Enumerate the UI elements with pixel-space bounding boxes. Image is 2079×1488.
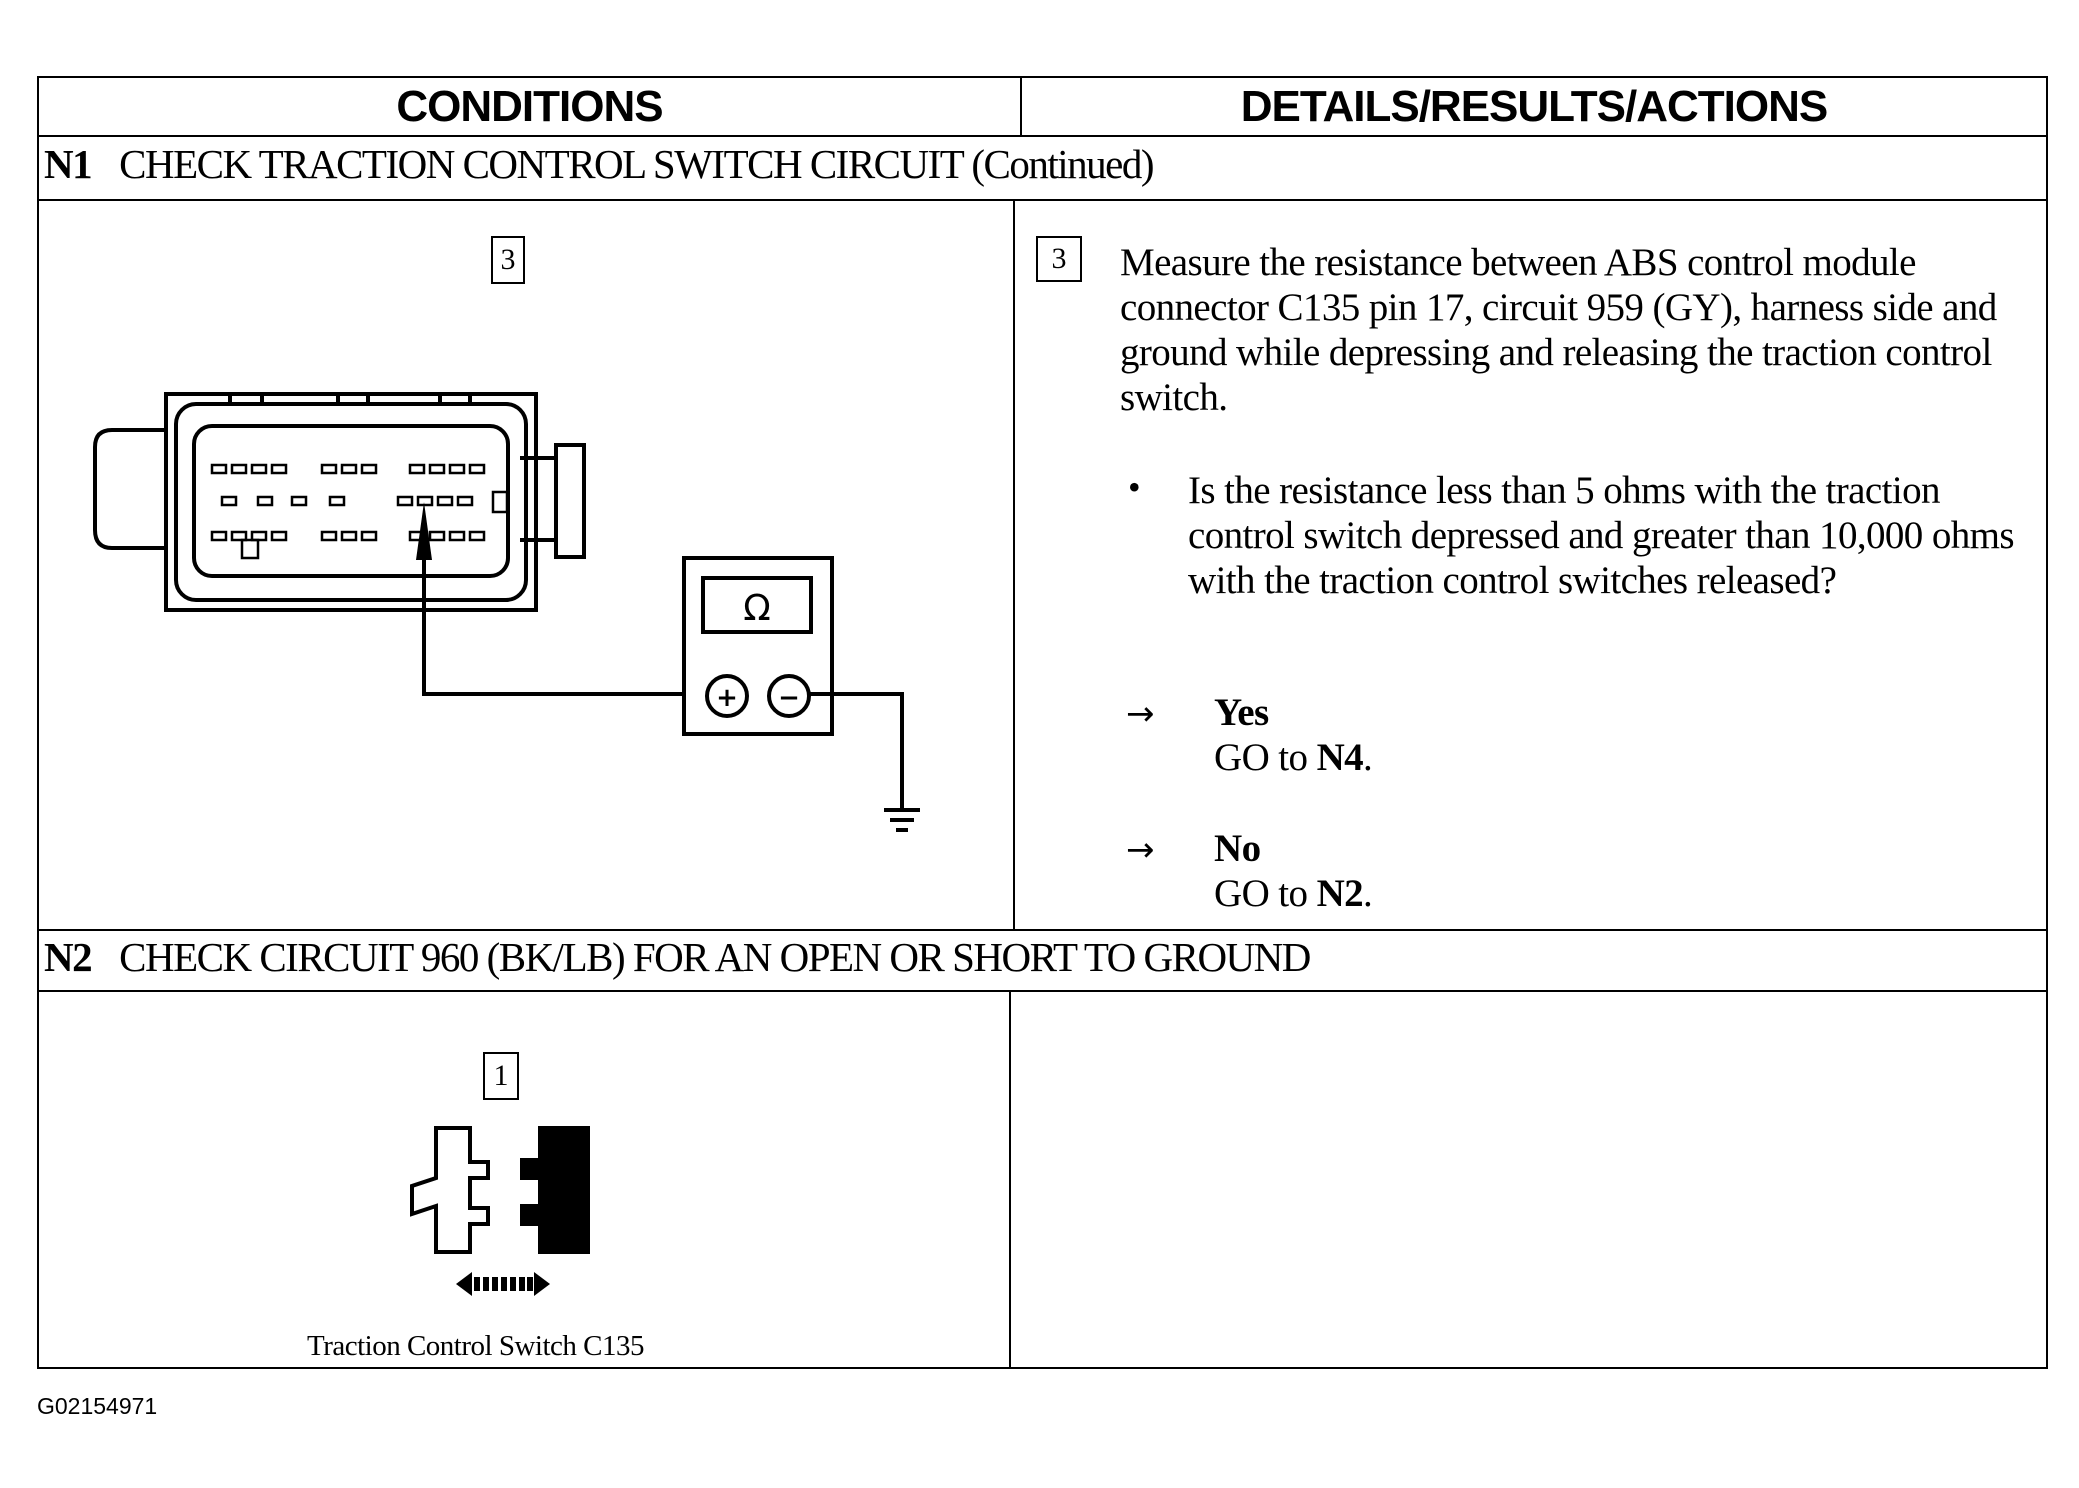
n1-instruction: Measure the resistance between ABS contr…: [1120, 241, 1997, 419]
n1-column-divider: [1013, 199, 1015, 930]
n1-title-divider: [37, 199, 2048, 201]
ground-symbol-icon: [884, 808, 920, 832]
no-arrow-icon: →: [1126, 830, 1155, 870]
question-bullet: •: [1128, 467, 1141, 507]
n2-section-title: N2 CHECK CIRCUIT 960 (BK/LB) FOR AN OPEN …: [44, 933, 1311, 981]
switch-connector-half: [410, 1126, 490, 1254]
yes-label: Yes: [1214, 691, 1269, 734]
plus-terminal-label: +: [716, 683, 738, 713]
no-action-prefix: GO to: [1214, 872, 1317, 915]
procedure-table: [37, 76, 2048, 1369]
harness-connector-half: [520, 1126, 590, 1254]
n2-figure-caption: Traction Control Switch C135: [307, 1330, 644, 1362]
yes-arrow-icon: →: [1126, 694, 1155, 734]
ohmmeter: [682, 556, 834, 736]
header-column-divider: [1020, 76, 1022, 136]
n2-title-text: CHECK CIRCUIT 960 (BK/LB) FOR AN OPEN OR…: [119, 934, 1311, 980]
n1-question: Is the resistance less than 5 ohms with …: [1188, 469, 2015, 602]
disconnect-arrow-icon: [456, 1272, 550, 1296]
n2-id: N2: [44, 934, 93, 980]
minus-terminal-label: −: [778, 683, 800, 713]
conditions-header: CONDITIONS: [396, 82, 663, 131]
n1-title-text: CHECK TRACTION CONTROL SWITCH CIRCUIT (C…: [119, 141, 1154, 187]
n1-step-box-right: 3: [1036, 236, 1082, 282]
yes-answer: Yes GO to N4.: [1214, 690, 1373, 780]
traction-switch-connector: [410, 1126, 590, 1296]
n1-step-box-left: 3: [491, 236, 525, 284]
no-action-target[interactable]: N2: [1316, 872, 1364, 915]
ground-lead: [809, 692, 920, 832]
probe-lead: [416, 502, 684, 696]
n1-id: N1: [44, 141, 93, 187]
details-header: DETAILS/RESULTS/ACTIONS: [1240, 82, 1829, 131]
no-answer: No GO to N2.: [1214, 826, 1373, 916]
ohm-symbol: Ω: [743, 588, 771, 629]
yes-action-prefix: GO to: [1214, 736, 1317, 779]
n2-column-divider: [1009, 990, 1011, 1368]
connector-latch: [93, 428, 168, 550]
no-action: GO to N2.: [1214, 872, 1373, 915]
abs-module-connector: [93, 392, 586, 612]
n2-step-box-left: 1: [483, 1052, 519, 1100]
figure-id: G02154971: [37, 1393, 158, 1419]
yes-action-suffix: .: [1363, 736, 1373, 779]
connector-pins: [210, 463, 509, 560]
yes-action-target[interactable]: N4: [1316, 736, 1364, 779]
header-divider: [37, 135, 2048, 137]
no-label: No: [1214, 827, 1261, 870]
n2-title-top-divider: [37, 929, 2048, 931]
no-action-suffix: .: [1363, 872, 1373, 915]
n2-title-divider: [37, 990, 2048, 992]
n1-section-title: N1 CHECK TRACTION CONTROL SWITCH CIRCUIT …: [44, 140, 1154, 188]
yes-action: GO to N4.: [1214, 736, 1373, 779]
